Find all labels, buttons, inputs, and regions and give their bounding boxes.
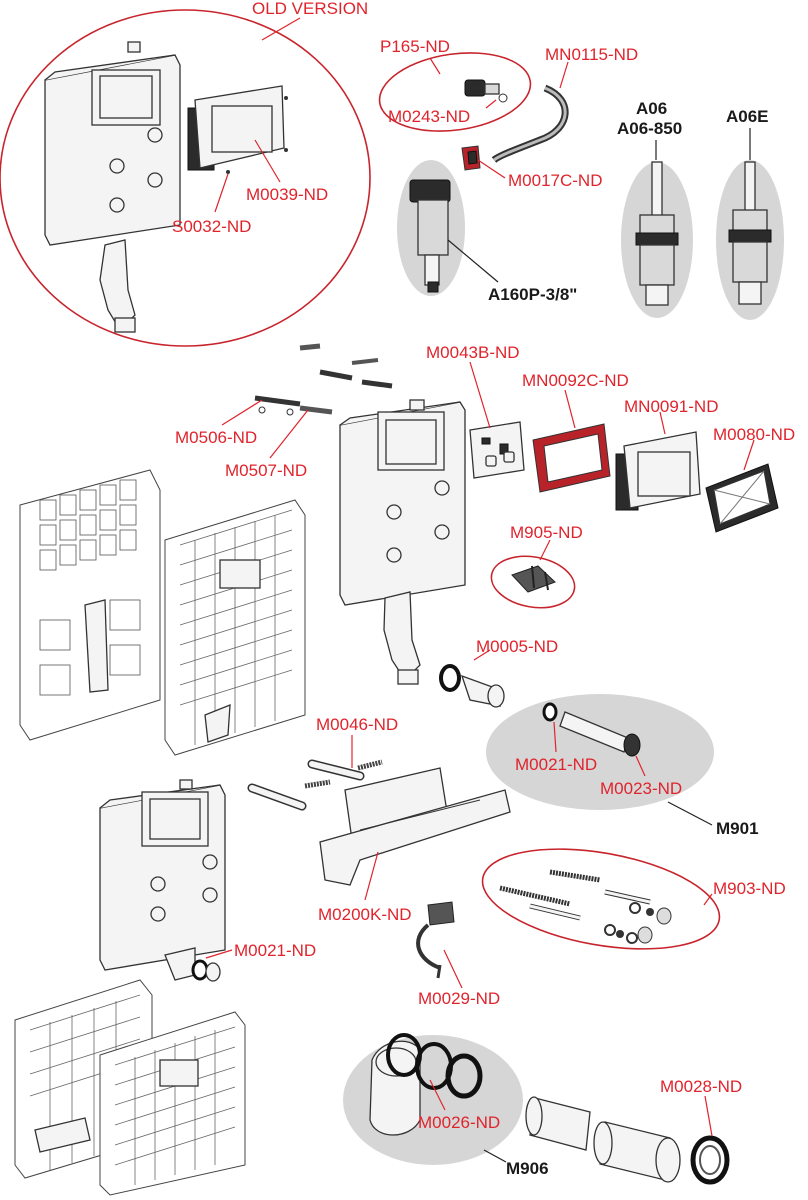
- m0028-label: M0028-ND: [660, 1077, 742, 1096]
- m0005-label: M0005-ND: [476, 637, 558, 656]
- upper-left-frame-back: [19, 469, 161, 741]
- main-cistern: [339, 399, 466, 685]
- m906-highlight: [343, 1035, 523, 1165]
- m905-circle: [490, 555, 576, 609]
- a06-label: A06: [636, 99, 667, 118]
- m0039-label: M0039-ND: [246, 185, 328, 204]
- hose-mn0115: MN0115-ND: [491, 45, 638, 163]
- plate-m0080: M0080-ND: [705, 425, 795, 533]
- m0029-label: M0029-ND: [418, 989, 500, 1008]
- flush-valve-a06: A06 A06-850: [617, 99, 693, 318]
- frame-mn0092c: MN0092C-ND: [522, 371, 629, 493]
- m0080-label: M0080-ND: [713, 425, 795, 444]
- s0032-label: S0032-ND: [172, 217, 251, 236]
- lower-cistern: M0021-ND: [99, 779, 316, 982]
- m0506-label: M0506-ND: [175, 428, 257, 447]
- m903-circle: [481, 848, 721, 950]
- m0021-bottom-label: M0021-ND: [234, 941, 316, 960]
- seal-m0028: M0028-ND: [660, 1077, 742, 1185]
- m0023-label: M0023-ND: [600, 779, 682, 798]
- plate-m0043b: M0043B-ND: [426, 343, 525, 479]
- p165-label: P165-ND: [380, 37, 450, 56]
- frame-mn0091: MN0091-ND: [615, 397, 718, 511]
- m0243-label: M0243-ND: [388, 107, 470, 126]
- upper-left-grid-cells: [39, 479, 141, 696]
- fill-valve-a160p: A160P-3/8": [397, 160, 577, 304]
- bracket-m0200k: M0200K-ND: [318, 767, 511, 924]
- m0046-group: M0046-ND: [247, 715, 398, 811]
- p165-group: P165-ND M0243-ND: [378, 37, 532, 132]
- m0043b-label: M0043B-ND: [426, 343, 520, 362]
- a06-850-label: A06-850: [617, 119, 682, 138]
- clip-m0029: M0029-ND: [416, 901, 500, 1008]
- m0200k-label: M0200K-ND: [318, 905, 412, 924]
- m906-group: M0026-ND M906: [343, 1033, 549, 1178]
- old-version-group: OLD VERSION M0039-ND S0032-ND: [0, 0, 371, 347]
- clip-m0017c: M0017C-ND: [461, 145, 602, 190]
- m0017c-label: M0017C-ND: [508, 171, 602, 190]
- valve-p165: [464, 79, 500, 97]
- m903-label: M903-ND: [713, 879, 786, 898]
- m906-label: M906: [506, 1159, 549, 1178]
- a06e-label: A06E: [726, 107, 769, 126]
- old-frame-m0039: [187, 85, 288, 174]
- m901-group: M0021-ND M0023-ND M901: [486, 694, 759, 838]
- mn0092c-label: MN0092C-ND: [522, 371, 629, 390]
- upper-left-frame-front: [164, 499, 306, 756]
- m0005-group: M0005-ND: [439, 637, 558, 708]
- m0046-label: M0046-ND: [316, 715, 398, 734]
- m0507-label: M0507-ND: [225, 461, 307, 480]
- m901-highlight: [486, 694, 714, 810]
- mn0091-label: MN0091-ND: [624, 397, 718, 416]
- m0026-label: M0026-ND: [418, 1113, 500, 1132]
- flush-valve-a06e: A06E: [716, 107, 784, 320]
- m905-group: M905-ND: [490, 523, 583, 609]
- mn0115-label: MN0115-ND: [545, 45, 638, 64]
- p165-circle: [378, 52, 532, 132]
- old-cistern: [44, 41, 181, 333]
- old-version-circle: [0, 9, 371, 347]
- bolts-group: M0506-ND M0507-ND: [175, 343, 393, 480]
- m901-label: M901: [716, 819, 759, 838]
- old-version-label: OLD VERSION: [252, 0, 368, 18]
- a160p-label: A160P-3/8": [488, 285, 577, 304]
- pipe-sections: [525, 1096, 681, 1183]
- old-version-leader: [261, 17, 301, 41]
- m0021-top-label: M0021-ND: [515, 755, 597, 774]
- lower-left-frame-front: [99, 1011, 246, 1196]
- m903-group: M903-ND: [481, 848, 786, 950]
- m905-label: M905-ND: [510, 523, 583, 542]
